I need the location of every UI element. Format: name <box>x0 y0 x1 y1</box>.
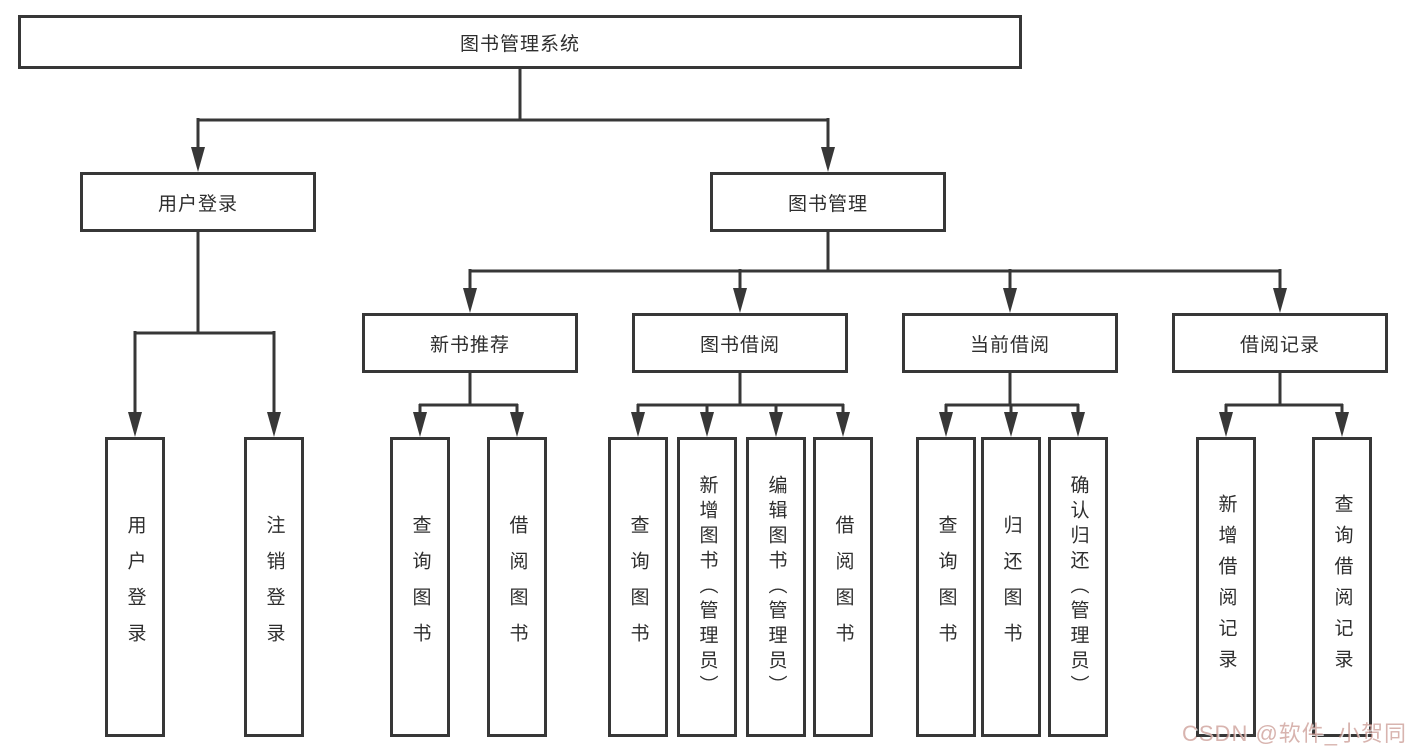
node-user-login-label: 用户登录 <box>157 193 238 215</box>
node-leaf-query-borrow-record-label: 查询借阅记录 <box>1331 494 1353 680</box>
node-leaf-logout: 注销登录 <box>244 437 304 737</box>
node-leaf-borrow-book-recommend-label: 借阅图书 <box>506 515 528 659</box>
node-leaf-edit-book-admin: 编辑图书（管理员） <box>746 437 806 737</box>
tree-edges <box>133 69 1344 419</box>
node-new-book-recommend: 新书推荐 <box>362 313 578 373</box>
node-leaf-return-book-label: 归还图书 <box>1000 515 1022 659</box>
node-leaf-user-login-label: 用户登录 <box>124 515 146 659</box>
csdn-watermark: CSDN @软件_小贺同学 <box>1182 721 1405 746</box>
node-leaf-add-book-admin-label: 新增图书（管理员） <box>696 474 718 700</box>
node-leaf-query-book-borrow-label: 查询图书 <box>627 515 649 659</box>
node-current-borrow: 当前借阅 <box>902 313 1118 373</box>
node-leaf-borrow-book-borrow-label: 借阅图书 <box>832 515 854 659</box>
node-leaf-confirm-return-admin: 确认归还（管理员） <box>1048 437 1108 737</box>
node-leaf-add-borrow-record: 新增借阅记录 <box>1196 437 1256 737</box>
node-leaf-borrow-book-borrow: 借阅图书 <box>813 437 873 737</box>
node-book-borrow-label: 图书借阅 <box>699 334 780 356</box>
node-leaf-user-login: 用户登录 <box>105 437 165 737</box>
node-leaf-confirm-return-admin-label: 确认归还（管理员） <box>1067 474 1089 700</box>
node-borrow-records-label: 借阅记录 <box>1239 334 1320 356</box>
node-borrow-records: 借阅记录 <box>1172 313 1388 373</box>
node-leaf-query-book-recommend-label: 查询图书 <box>409 515 431 659</box>
node-leaf-query-book-recommend: 查询图书 <box>390 437 450 737</box>
node-leaf-add-borrow-record-label: 新增借阅记录 <box>1215 494 1237 680</box>
node-user-login: 用户登录 <box>80 172 316 232</box>
node-new-book-recommend-label: 新书推荐 <box>429 334 510 356</box>
node-leaf-add-book-admin: 新增图书（管理员） <box>677 437 737 737</box>
node-book-management: 图书管理 <box>710 172 946 232</box>
node-leaf-query-book-current: 查询图书 <box>916 437 976 737</box>
node-leaf-query-book-borrow: 查询图书 <box>608 437 668 737</box>
node-root: 图书管理系统 <box>18 15 1022 69</box>
node-book-management-label: 图书管理 <box>787 193 868 215</box>
node-leaf-borrow-book-recommend: 借阅图书 <box>487 437 547 737</box>
arrow-down-icons <box>128 147 1349 437</box>
node-leaf-logout-label: 注销登录 <box>263 515 285 659</box>
node-current-borrow-label: 当前借阅 <box>969 334 1050 356</box>
node-leaf-query-borrow-record: 查询借阅记录 <box>1312 437 1372 737</box>
node-leaf-edit-book-admin-label: 编辑图书（管理员） <box>765 474 787 700</box>
node-leaf-return-book: 归还图书 <box>981 437 1041 737</box>
node-book-borrow: 图书借阅 <box>632 313 848 373</box>
node-leaf-query-book-current-label: 查询图书 <box>935 515 957 659</box>
node-root-label: 图书管理系统 <box>459 33 580 55</box>
